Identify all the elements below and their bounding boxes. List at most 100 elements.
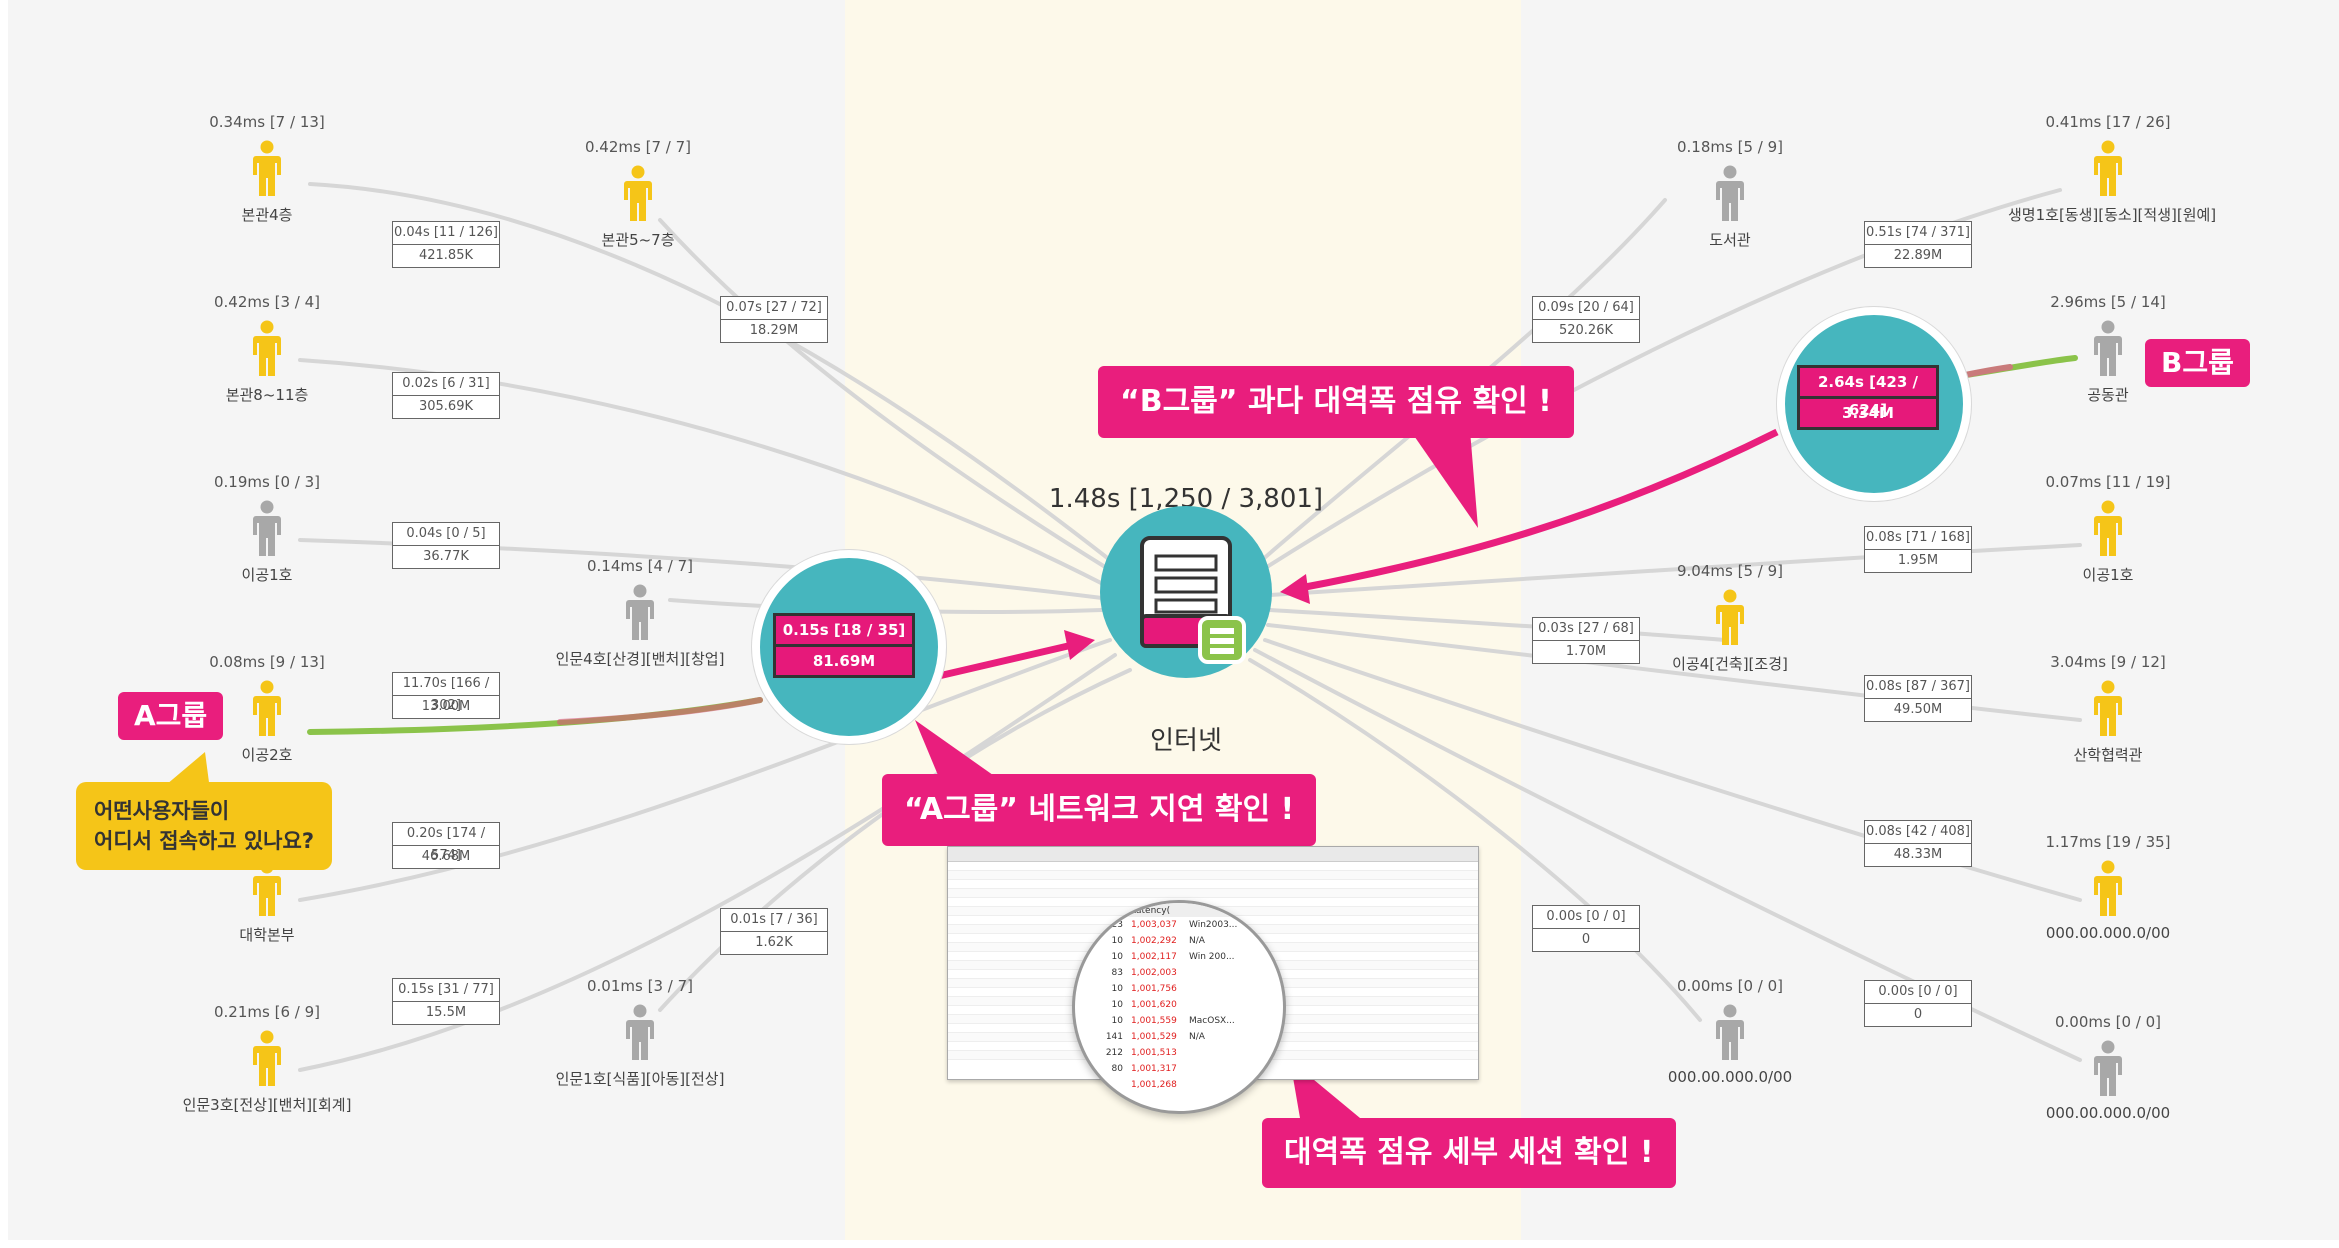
callout-a-latency: “A그룹” 네트워크 지연 확인 ! [882,774,1317,846]
node-name: 000.00.000.0/00 [2045,1104,2171,1122]
person-icon [253,140,281,196]
screenshot-row [948,871,1478,880]
node-name: 인문1호[식품][아동][전상] [555,1070,725,1088]
internet-name: 인터넷 [1150,726,1222,756]
session-latency: 10 [1111,1016,1123,1026]
session-bytes: 1,001,756 [1131,984,1177,994]
session-latency: 10 [1111,952,1123,962]
node-stat: 0.00ms [0 / 0] [1677,977,1783,995]
person-icon [626,584,654,640]
link-stat-label: 0.01s [7 / 36]1.62K [720,908,828,955]
session-bytes: 1,002,003 [1131,968,1177,978]
link-bandwidth: 0 [1581,932,1591,947]
node-stat: 2.96ms [5 / 14] [2050,293,2166,311]
location-node[interactable]: 0.00ms [0 / 0] 000.00.000.0/00 [1630,976,1830,1086]
link-stat-label: 0.08s [42 / 408]48.33M [1864,820,1972,867]
node-stat: 3.04ms [9 / 12] [2050,653,2166,671]
location-node[interactable]: 0.42ms [3 / 4]본관8~11층 [167,292,367,405]
link-stat-label: 0.00s [0 / 0]0 [1864,980,1972,1027]
link-bandwidth: 305.69K [418,399,473,414]
session-os [1189,965,1249,981]
location-node[interactable]: 0.08ms [9 / 13]이공2호 [167,652,367,765]
b-group-tag: B그룹 [2145,339,2250,387]
location-node[interactable]: 0.41ms [17 / 26]생명1호[동생][동소][적생][원예] [2008,112,2216,225]
session-row: 1,001,268 [1075,1077,1283,1093]
link-latency: 0.01s [7 / 36] [721,909,827,932]
person-icon [2094,680,2122,736]
location-node[interactable]: 3.04ms [9 / 12] 산학협력관 [2008,652,2208,765]
link-stat-label: 0.00s [0 / 0] 0 [1532,905,1640,952]
session-latency: 10 [1111,1000,1123,1010]
location-node[interactable]: 0.19ms [0 / 3]이공1호 [167,472,367,585]
node-name: 000.00.000.0/00 [1667,1068,1793,1086]
question-bubble: 어떤사용자들이 어디서 접속하고 있나요? [76,782,333,870]
node-name: 산학협력관 [2073,746,2143,764]
link-bandwidth: 18.29M [749,323,799,338]
location-node[interactable]: 2.96ms [5 / 14]공동관 [2008,292,2208,405]
person-icon [2094,860,2122,916]
link-latency: 0.51s [74 / 371] [1865,222,1971,245]
link-line [658,218,1112,572]
link-latency: 0.03s [27 / 68] [1533,618,1639,641]
internet-node[interactable] [1100,506,1272,678]
location-node[interactable]: 0.00ms [0 / 0]000.00.000.0/00 [2008,1012,2208,1122]
session-bytes: 1,001,620 [1131,1000,1177,1010]
callout-b-bandwidth: “B그룹” 과다 대역폭 점유 확인 ! [1098,366,1574,438]
node-stat: 0.07ms [11 / 19] [2045,473,2171,491]
location-node[interactable]: 0.42ms [7 / 7]본관5~7층 [538,137,738,250]
link-latency: 0.07s [27 / 72] [721,297,827,320]
link-line [298,653,1117,1072]
link-line [298,638,1112,902]
location-node[interactable]: 대학본부 [167,832,367,945]
link-bandwidth: 49.50M [1893,702,1943,717]
person-icon [253,500,281,556]
link-stat-label: 0.15s [31 / 77]15.5M [392,978,500,1025]
node-stat: 0.08ms [9 / 13] [209,653,325,671]
session-latency: 10 [1111,936,1123,946]
person-icon [2094,500,2122,556]
link-latency: 0.04s [11 / 126] [393,222,499,245]
location-node[interactable]: 0.01ms [3 / 7]인문1호[식품][아동][전상] [540,976,740,1089]
question-line-2: 어디서 접속하고 있나요? [94,829,315,853]
b-group-stat-box[interactable]: 2.64s [423 / 624] 3.34M [1797,365,1939,430]
session-os [1189,981,1249,997]
location-node[interactable]: 9.04ms [5 / 9]이공4[건축][조경] [1630,561,1830,674]
location-node[interactable]: 1.17ms [19 / 35]000.00.000.0/00 [2008,832,2208,942]
link-bandwidth: 1.95M [1897,553,1939,568]
location-node[interactable]: 0.18ms [5 / 9]도서관 [1630,137,1830,250]
location-node[interactable]: 0.34ms [7 / 13]본관4층 [167,112,367,225]
session-os [1189,997,1249,1013]
link-bandwidth: 0 [1913,1007,1923,1022]
node-name: 본관4층 [241,206,293,224]
latency-column-header: Latency( [1131,906,1171,916]
location-node[interactable]: 0.14ms [4 / 7] 인문4호[산경][밴처][창업] [540,556,740,669]
node-stat: 0.42ms [7 / 7] [585,138,691,156]
link-bandwidth: 46.68M [421,849,471,864]
node-stat: 0.42ms [3 / 4] [214,293,320,311]
link-bandwidth: 421.85K [418,248,473,263]
location-node[interactable]: 0.21ms [6 / 9]인문3호[전상][밴처][회계] [167,1002,367,1115]
session-latency: 23 [1111,920,1123,930]
node-stat: 0.19ms [0 / 3] [214,473,320,491]
person-icon [1716,165,1744,221]
session-bytes: 1,001,268 [1131,1080,1177,1090]
node-name: 인문3호[전상][밴처][회계] [182,1096,352,1114]
person-icon [253,320,281,376]
a-group-stat-box[interactable]: 0.15s [18 / 35] 81.69M [773,613,915,678]
question-bubble-pointer [160,752,210,790]
link-stat-label: 0.03s [27 / 68]1.70M [1532,617,1640,664]
callout-b-pointer [1410,430,1478,528]
node-name: 인문4호[산경][밴처][창업] [555,650,725,668]
person-icon [2094,320,2122,376]
node-stat: 0.14ms [4 / 7] [587,557,693,575]
link-stat-label: 0.02s [6 / 31]305.69K [392,372,500,419]
b-group-stat: 2.64s [423 / 624] [1800,368,1936,419]
location-node[interactable]: 0.07ms [11 / 19]이공1호 [2008,472,2208,585]
link-latency: 0.00s [0 / 0] [1533,906,1639,929]
